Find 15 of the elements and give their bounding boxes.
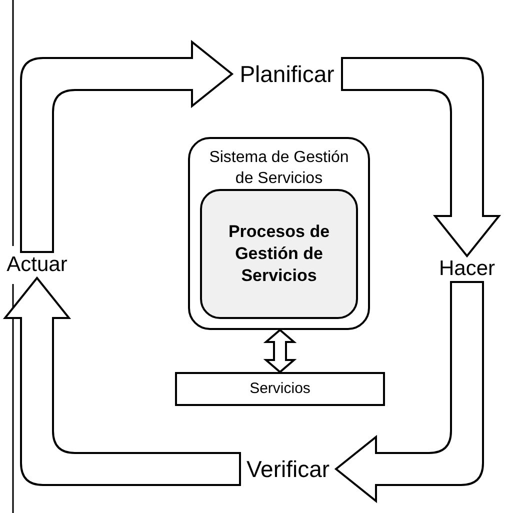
services-box: [175, 372, 385, 406]
stage-label: Planificar: [232, 60, 342, 88]
box-text: Sistema de Gestión de Servicios: [208, 148, 350, 189]
curved-arrow: [4, 277, 241, 486]
curved-arrow: [20, 41, 233, 253]
process-box: [200, 189, 358, 319]
box-text: Servicios: [250, 378, 310, 399]
stage-label: Actuar: [4, 252, 70, 278]
stage-label: Verificar: [240, 455, 336, 483]
box-text: Procesos de Gestión de Servicios: [227, 221, 331, 287]
curved-arrow: [341, 57, 500, 257]
system-box: [188, 137, 370, 330]
double-arrow: [263, 328, 297, 374]
curved-arrow: [335, 281, 484, 502]
stage-label: Hacer: [436, 256, 498, 282]
